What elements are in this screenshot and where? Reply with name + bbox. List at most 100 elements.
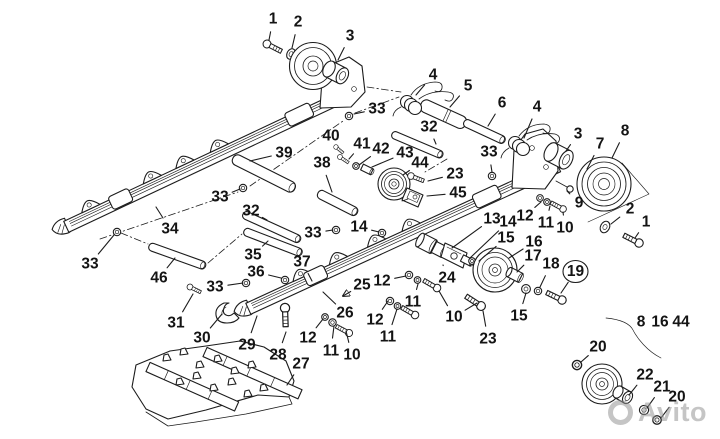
avito-watermark-text: Avito [638,397,707,427]
callout-35: 35 [244,247,262,264]
rear-axle-assembly [415,232,569,313]
callout-12: 12 [366,312,383,329]
callout-12: 12 [373,273,390,290]
leader-38 [325,174,333,193]
callout-31: 31 [167,315,185,332]
callout-19: 19 [567,263,585,280]
leader-12 [315,318,324,329]
leader-12 [381,300,389,310]
callout-37: 37 [293,254,310,271]
callout-44: 44 [672,314,690,331]
leader-7 [586,154,595,170]
callout-5: 5 [464,78,473,95]
center-wheel-44 [336,153,426,208]
callout-32: 32 [420,119,437,136]
leader-4 [415,84,426,96]
callout-34: 34 [161,221,179,238]
callout-39: 39 [275,145,293,162]
leader-10 [345,330,350,343]
leader-46 [166,257,176,269]
callout-33: 33 [304,225,322,242]
callout-46: 46 [150,270,168,287]
leader-20 [660,406,670,419]
callout-40: 40 [322,128,339,145]
leader-11 [331,325,335,339]
leader-13 [451,226,483,249]
callout-12: 12 [299,330,316,347]
rear-idler-wheel [543,142,650,250]
callout-14: 14 [350,219,368,236]
leader-9 [566,190,571,195]
leader-35 [261,240,269,247]
leader-33 [353,111,365,115]
leader-33 [490,164,493,173]
leader-14 [469,230,500,259]
callout-33: 33 [206,279,224,296]
callout-7: 7 [596,136,605,153]
callout-25: 25 [353,277,371,294]
callout-9: 9 [575,195,584,212]
right-rail [233,160,562,317]
callout-4: 4 [429,67,438,84]
callout-16: 16 [651,314,669,331]
callout-17: 17 [524,248,541,265]
callout-15: 15 [510,308,528,325]
callout-14: 14 [499,214,517,231]
leader-23 [427,176,443,182]
callout-2: 2 [294,14,303,31]
leader-1 [268,31,272,41]
avito-logo-icon [608,400,633,425]
callout-18: 18 [542,256,560,273]
avito-watermark: Avito [608,399,707,426]
callout-3: 3 [346,28,355,45]
leader-21 [646,397,655,409]
front-idler-wheel [261,38,350,91]
track-segment [131,340,303,427]
callout-8: 8 [637,314,646,331]
callout-21: 21 [653,379,671,396]
bottom-right-wheel-kit [571,317,662,425]
suspension-springs [392,81,560,159]
leader-2 [610,216,621,225]
callout-27: 27 [292,356,309,373]
leader-33 [231,188,241,193]
callout-20: 20 [589,339,606,356]
leader-5 [449,95,461,108]
leader-34 [155,206,164,219]
leader-11 [415,283,419,291]
leader-37 [307,272,313,282]
leader-39 [249,155,272,162]
callout-10: 10 [556,220,573,237]
callout-10: 10 [445,309,462,326]
callout-33: 33 [368,101,386,118]
leader-18 [539,275,546,288]
leader-3 [565,144,572,152]
callout-23: 23 [446,166,464,183]
callout-28: 28 [269,347,287,364]
callout-2: 2 [626,201,635,218]
callout-24: 24 [438,270,456,287]
leader-15 [478,245,497,262]
leader-31 [182,293,194,313]
leader-6 [487,113,496,127]
callout-13: 13 [483,211,501,228]
callout-12: 12 [516,208,533,225]
callout-6: 6 [498,95,507,112]
callout-8: 8 [621,123,630,140]
leader-16 [508,248,524,259]
leader-36 [268,274,282,279]
leader-26 [322,291,337,305]
callout-26: 26 [336,305,354,322]
callout-20: 20 [668,389,685,406]
callout-29: 29 [238,337,256,354]
callout-3: 3 [574,126,583,143]
leader-4 [523,118,533,139]
leader-23 [482,310,487,327]
leader-32 [433,138,437,145]
callout-22: 22 [636,367,653,384]
leader-30 [209,313,223,329]
leader-29 [250,315,258,334]
callout-15: 15 [497,230,515,247]
